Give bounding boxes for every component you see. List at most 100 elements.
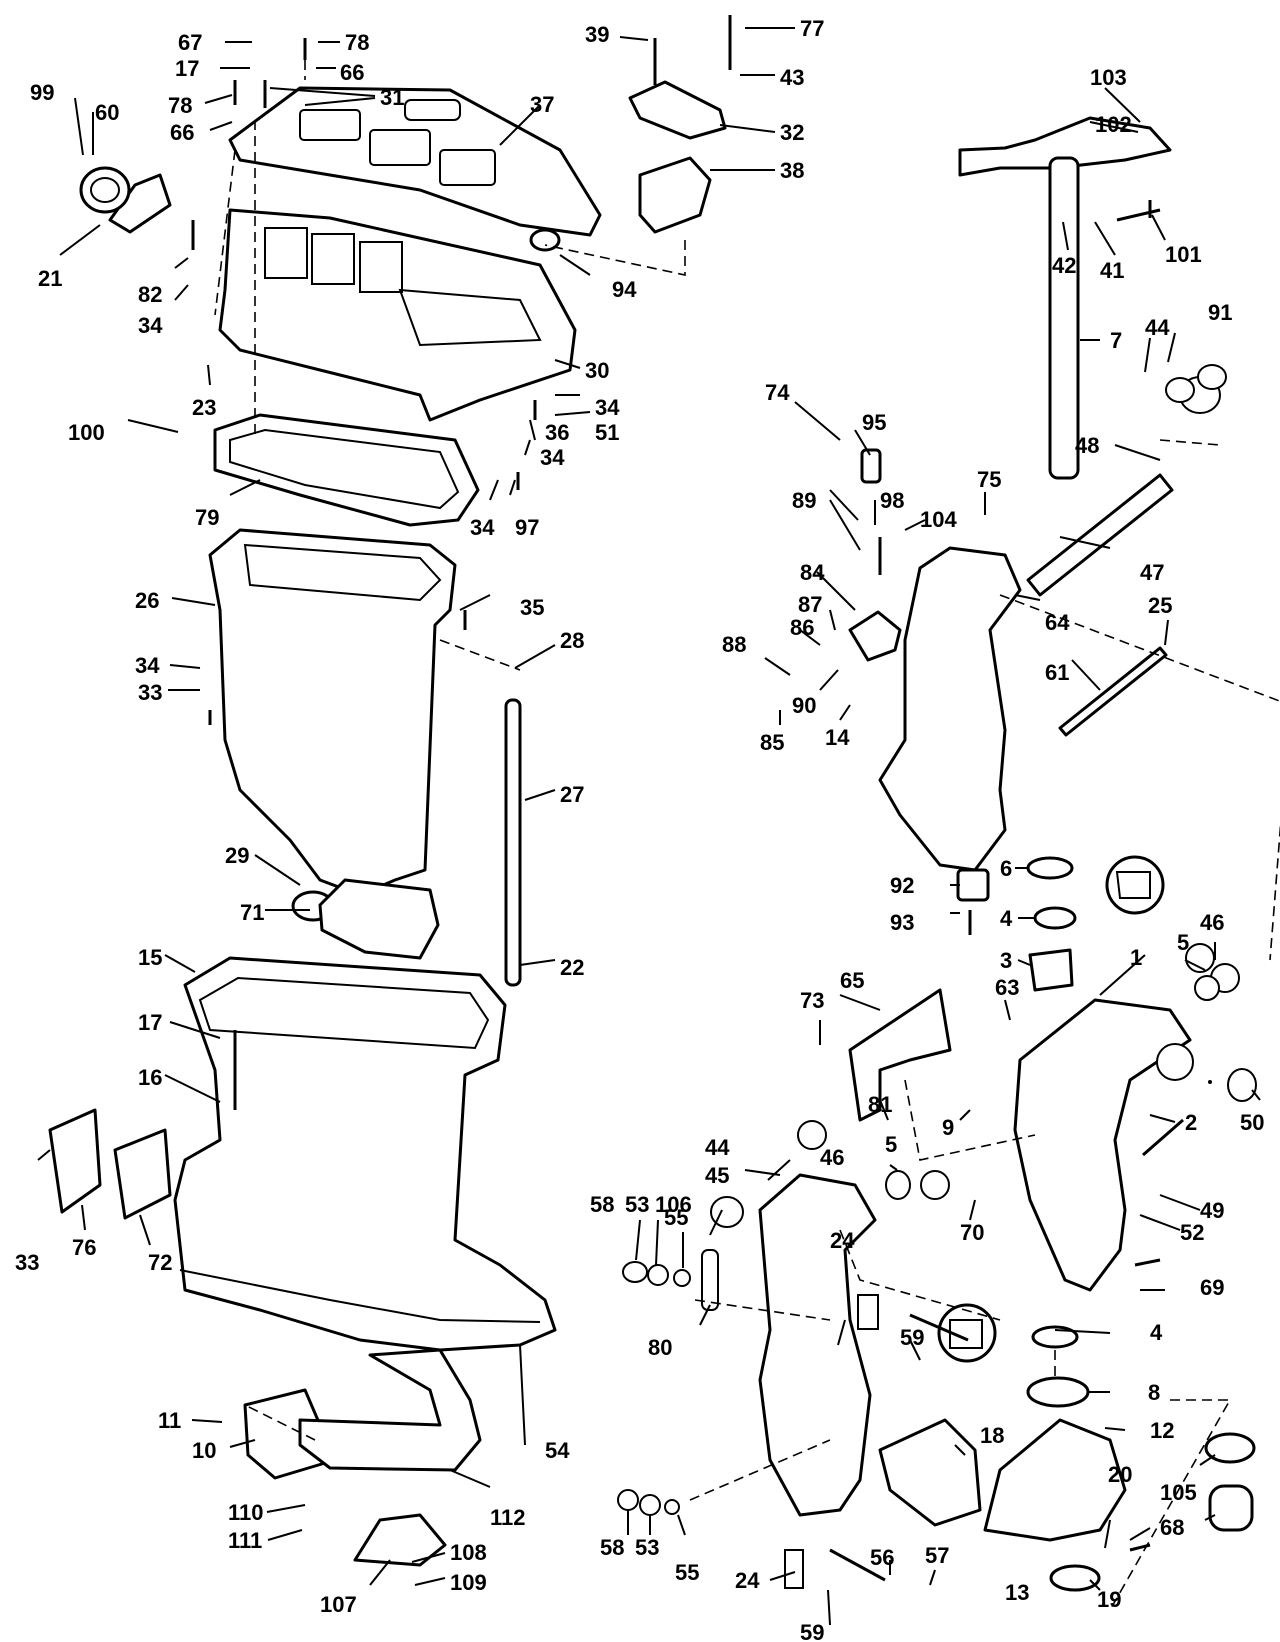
callout-77: 77 — [800, 16, 824, 41]
callout-37: 37 — [530, 92, 554, 117]
callout-106: 106 — [655, 1192, 692, 1217]
callout-34: 34 — [540, 445, 565, 470]
callout-103: 103 — [1090, 65, 1127, 90]
callout-89: 89 — [792, 488, 816, 513]
callout-48: 48 — [1075, 433, 1099, 458]
part-30-adapter — [218, 208, 577, 422]
callout-17: 17 — [175, 56, 199, 81]
part-18-block — [878, 1418, 982, 1527]
callout-44: 44 — [705, 1135, 730, 1160]
callout-56: 56 — [870, 1545, 894, 1570]
callout-51: 51 — [595, 420, 619, 445]
callout-5: 5 — [885, 1132, 897, 1157]
assembly-lines — [214, 60, 1280, 1611]
part-37-gasket — [228, 86, 602, 237]
callout-84: 84 — [800, 560, 825, 585]
callout-76: 76 — [72, 1235, 96, 1260]
callout-12: 12 — [1150, 1418, 1174, 1443]
callout-108: 108 — [450, 1540, 487, 1565]
callout-79: 79 — [195, 505, 219, 530]
callout-69: 69 — [1200, 1275, 1224, 1300]
callout-78: 78 — [168, 93, 192, 118]
callout-67: 67 — [178, 30, 202, 55]
callout-4: 4 — [1000, 906, 1013, 931]
callout-30: 30 — [585, 358, 609, 383]
part-112-plate — [298, 1348, 482, 1472]
callout-55: 55 — [675, 1560, 699, 1585]
callout-107: 107 — [320, 1592, 357, 1617]
callout-6: 6 — [1000, 856, 1012, 881]
part-105-cushion — [1204, 1432, 1256, 1464]
callout-24: 24 — [735, 1568, 760, 1593]
callout-53: 53 — [635, 1535, 659, 1560]
callout-10: 10 — [192, 1438, 216, 1463]
callout-9: 9 — [942, 1115, 954, 1140]
callout-17: 17 — [138, 1010, 162, 1035]
callout-43: 43 — [780, 65, 804, 90]
callout-60: 60 — [95, 100, 119, 125]
part-76-cover — [48, 1108, 102, 1214]
callout-59: 59 — [800, 1620, 824, 1642]
part-68-sleeve — [1208, 1484, 1254, 1532]
callout-100: 100 — [68, 420, 105, 445]
callout-88: 88 — [722, 632, 746, 657]
part-8-bearing — [1026, 1376, 1090, 1408]
part-15-driveshaft-housing — [173, 956, 557, 1352]
callout-labels: 1 2 3 4 4 5 5 6 7 8 9 10 11 12 13 14 15 … — [15, 16, 1264, 1642]
callout-18: 18 — [980, 1423, 1004, 1448]
callout-41: 41 — [1100, 258, 1124, 283]
callout-25: 25 — [1148, 593, 1172, 618]
part-64-swivel-bracket — [878, 546, 1022, 872]
part-1-stern-bracket — [1013, 998, 1192, 1292]
callout-63: 63 — [995, 975, 1019, 1000]
callout-85: 85 — [760, 730, 784, 755]
part-71-gasket — [318, 878, 440, 960]
part-107-trim-tab — [353, 1513, 447, 1567]
callout-5: 5 — [1177, 930, 1189, 955]
callout-58: 58 — [600, 1535, 624, 1560]
callout-35: 35 — [520, 595, 544, 620]
callout-44: 44 — [1145, 315, 1170, 340]
callout-102: 102 — [1095, 112, 1132, 137]
callout-2: 2 — [1185, 1110, 1197, 1135]
part-4-seal-upper — [1033, 906, 1077, 930]
part-38-module — [638, 156, 712, 234]
callout-58: 58 — [590, 1192, 614, 1217]
callout-104: 104 — [920, 507, 957, 532]
callout-26: 26 — [135, 588, 159, 613]
callout-61: 61 — [1045, 660, 1069, 685]
callout-57: 57 — [925, 1543, 949, 1568]
part-7-steering-arm — [958, 116, 1172, 177]
part-27-water-tube — [504, 698, 522, 987]
callout-34: 34 — [135, 653, 160, 678]
part-84-switch — [848, 610, 902, 662]
callout-4: 4 — [1150, 1320, 1163, 1345]
callout-87: 87 — [798, 592, 822, 617]
part-65-bracket — [848, 988, 952, 1122]
callout-21: 21 — [38, 266, 62, 291]
callout-34: 34 — [138, 313, 163, 338]
part-21-seal — [108, 173, 172, 234]
callout-50: 50 — [1240, 1110, 1264, 1135]
part-3-bushing — [1028, 948, 1074, 992]
part-7-steering-tube — [1048, 156, 1080, 480]
callout-34: 34 — [470, 515, 495, 540]
callout-66: 66 — [340, 60, 364, 85]
callout-46: 46 — [1200, 910, 1224, 935]
callout-110: 110 — [228, 1500, 264, 1525]
callout-31: 31 — [380, 85, 404, 110]
callout-1: 1 — [1130, 945, 1142, 970]
callout-46: 46 — [820, 1145, 844, 1170]
callout-3: 3 — [1000, 948, 1012, 973]
callout-99: 99 — [30, 80, 54, 105]
callout-74: 74 — [765, 380, 790, 405]
part-47-tube — [1026, 473, 1174, 597]
callout-71: 71 — [240, 900, 264, 925]
part-26-exhaust-housing — [208, 528, 457, 897]
part-12-lower-mount — [983, 1418, 1127, 1542]
callout-7: 7 — [1110, 328, 1122, 353]
callout-97: 97 — [515, 515, 539, 540]
callout-47: 47 — [1140, 560, 1164, 585]
callout-59: 59 — [900, 1325, 924, 1350]
